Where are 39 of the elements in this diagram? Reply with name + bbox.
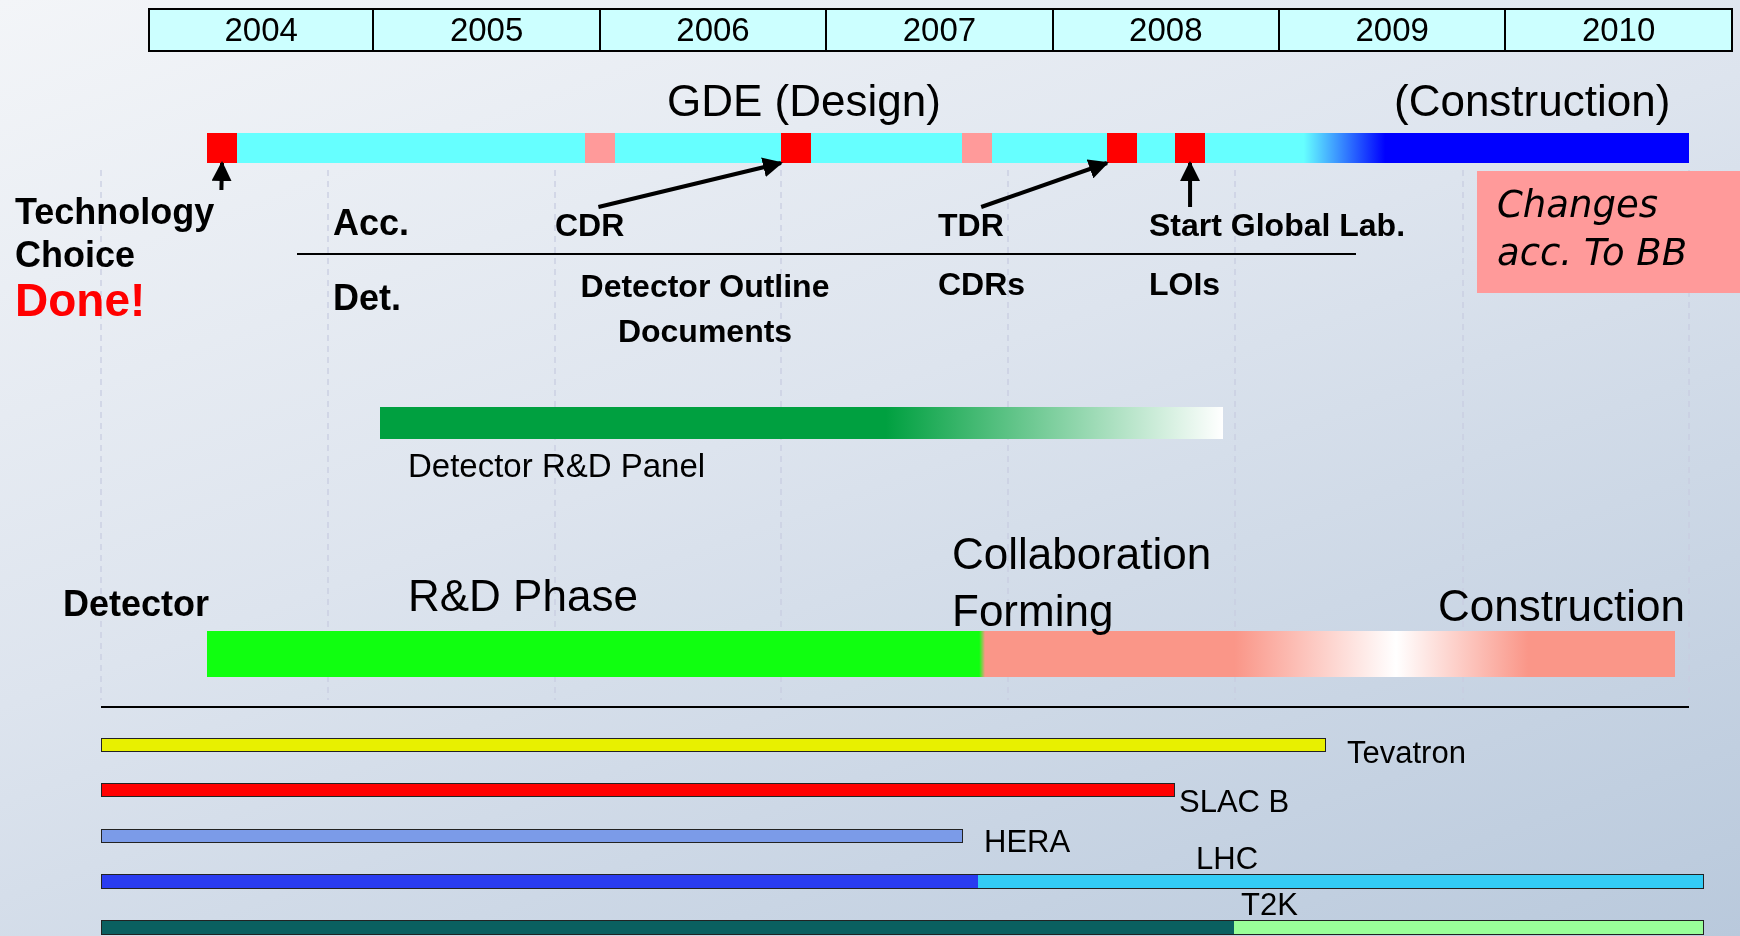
year-cell: 2007 xyxy=(827,8,1054,52)
phase-label: Construction xyxy=(1438,581,1685,632)
bar-label: LHC xyxy=(1196,841,1258,877)
bar-label: T2K xyxy=(1241,887,1298,923)
milestone-label: TDR xyxy=(938,207,1004,244)
arrow xyxy=(211,161,232,191)
bar-label: Tevatron xyxy=(1347,735,1466,771)
note-text: Changes acc. To BB xyxy=(1497,182,1689,277)
milestone-label: CDRs xyxy=(938,266,1026,303)
milestone-marker xyxy=(1107,133,1137,163)
milestone-label: Detector Outline Documents xyxy=(579,267,831,351)
year-cell: 2004 xyxy=(148,8,375,52)
milestone-label: Start Global Lab. xyxy=(1149,207,1406,244)
milestone-marker xyxy=(1175,133,1205,163)
year-cell: 2006 xyxy=(600,8,828,52)
bar-label: HERA xyxy=(984,824,1071,860)
phase-label: GDE (Design) xyxy=(667,76,941,127)
milestone-label: Technology Choice xyxy=(15,190,216,277)
arrow xyxy=(1180,161,1201,207)
arrow xyxy=(597,157,783,209)
status-label: Done! xyxy=(15,274,146,327)
milestone-marker xyxy=(781,133,811,163)
milestone-label: CDR xyxy=(555,207,625,244)
arrow xyxy=(980,159,1109,209)
note-box xyxy=(1477,171,1740,293)
phase-label: R&D Phase xyxy=(408,571,638,622)
bar-label: Detector R&D Panel xyxy=(408,447,706,485)
phase-label: Collaboration Forming xyxy=(952,528,1213,638)
year-cell: 2009 xyxy=(1280,8,1507,52)
milestone-marker xyxy=(207,133,237,163)
row-label: Detector xyxy=(63,583,210,625)
milestone-label: Acc. xyxy=(333,202,410,244)
phase-label: (Construction) xyxy=(1394,76,1671,127)
year-cell: 2005 xyxy=(374,8,601,52)
bar-label: SLAC B xyxy=(1179,784,1290,820)
milestone-label: LOIs xyxy=(1149,266,1221,303)
year-cell: 2010 xyxy=(1506,8,1733,52)
year-cell: 2008 xyxy=(1053,8,1280,52)
milestone-label: Det. xyxy=(333,277,401,319)
